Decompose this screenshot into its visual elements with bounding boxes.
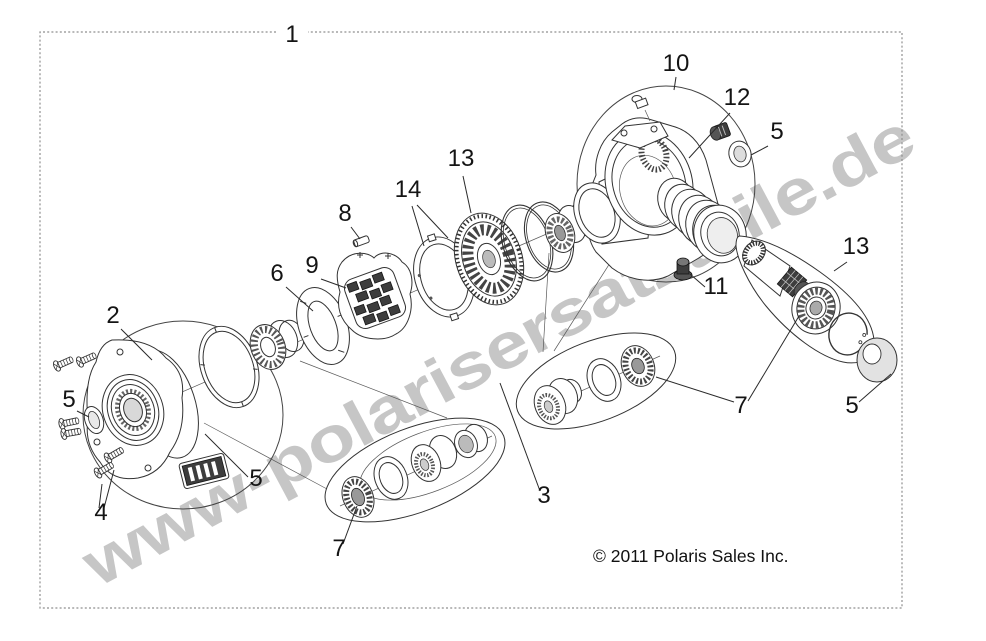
leader-line-7 — [655, 376, 735, 403]
part-gearcase-housing — [573, 95, 747, 281]
watermark-text: www-polarisersatzteile.de — [69, 100, 925, 601]
callout-12: 12 — [724, 84, 751, 111]
leader-line-8 — [350, 226, 361, 240]
part-roller-clutch — [453, 212, 525, 306]
callout-10: 10 — [663, 50, 690, 77]
part-cover-housing — [86, 339, 199, 480]
callout-9: 9 — [305, 252, 318, 279]
callout-14: 14 — [395, 176, 422, 203]
bearing-plate-right — [620, 345, 656, 387]
leader-line-4 — [98, 483, 103, 509]
leader-line-14 — [416, 204, 449, 239]
race-plate-left — [373, 456, 409, 500]
leader-line-13 — [833, 261, 848, 272]
callout-6: 6 — [270, 260, 283, 287]
leader-line-9 — [320, 278, 347, 289]
leader-line-10 — [673, 76, 677, 91]
part-ribbed-block — [178, 452, 230, 490]
vent-fitting — [631, 95, 651, 122]
part-lock-ring — [198, 325, 260, 409]
leader-line-13 — [462, 175, 472, 214]
callout-3: 3 — [537, 482, 550, 509]
callout-4: 4 — [94, 499, 107, 526]
part-seal-cover — [83, 405, 105, 435]
bearing-plate-left — [341, 476, 375, 518]
output-collar — [693, 204, 747, 264]
leader-line-5 — [76, 410, 90, 418]
part-bearing-cover-side — [249, 319, 305, 370]
callout-1: 1 — [285, 21, 298, 48]
callout-13: 13 — [448, 145, 475, 172]
leader-line-4 — [103, 469, 115, 509]
callout-5: 5 — [62, 386, 75, 413]
callout-11: 11 — [704, 273, 729, 300]
leader-line-5 — [858, 373, 892, 403]
leader-line-6 — [285, 286, 314, 312]
part-cover-plate-right — [515, 332, 677, 430]
part-seal-housing — [728, 140, 752, 168]
leader-line-5 — [204, 433, 249, 478]
cap-plate-left — [454, 423, 488, 459]
cover-assembly-balloon — [82, 320, 284, 510]
part-drain-plug — [673, 257, 693, 281]
leader-line-2 — [120, 328, 153, 361]
callout-7: 7 — [332, 535, 345, 562]
hub-plate-right — [533, 378, 582, 425]
leader-line-7 — [747, 315, 800, 402]
leader-line-12 — [688, 112, 731, 159]
diagram-border — [39, 31, 903, 609]
part-roll-pin — [352, 235, 370, 248]
copyright-text: © 2011 Polaris Sales Inc. — [593, 546, 788, 566]
callout-13: 13 — [843, 233, 870, 260]
callout-5: 5 — [249, 465, 262, 492]
callout-8: 8 — [338, 200, 351, 227]
callout-7: 7 — [734, 392, 747, 419]
part-fill-plug — [709, 122, 731, 141]
callout-2: 2 — [106, 302, 119, 329]
callout-5: 5 — [770, 118, 783, 145]
gearcase-balloon — [576, 85, 756, 283]
output-bearing — [791, 281, 841, 335]
leader-line-11 — [689, 273, 706, 288]
race-plate-right — [586, 358, 622, 402]
hub-plate-left — [410, 435, 458, 482]
leader-line-5 — [750, 145, 769, 156]
leader-line-3 — [499, 382, 541, 492]
leader-line-14 — [411, 205, 425, 247]
part-diff-case — [336, 252, 413, 340]
part-cover-plate-left — [324, 417, 506, 523]
part-seal-output — [856, 337, 898, 383]
leader-line-7 — [342, 505, 358, 545]
callout-5: 5 — [845, 392, 858, 419]
